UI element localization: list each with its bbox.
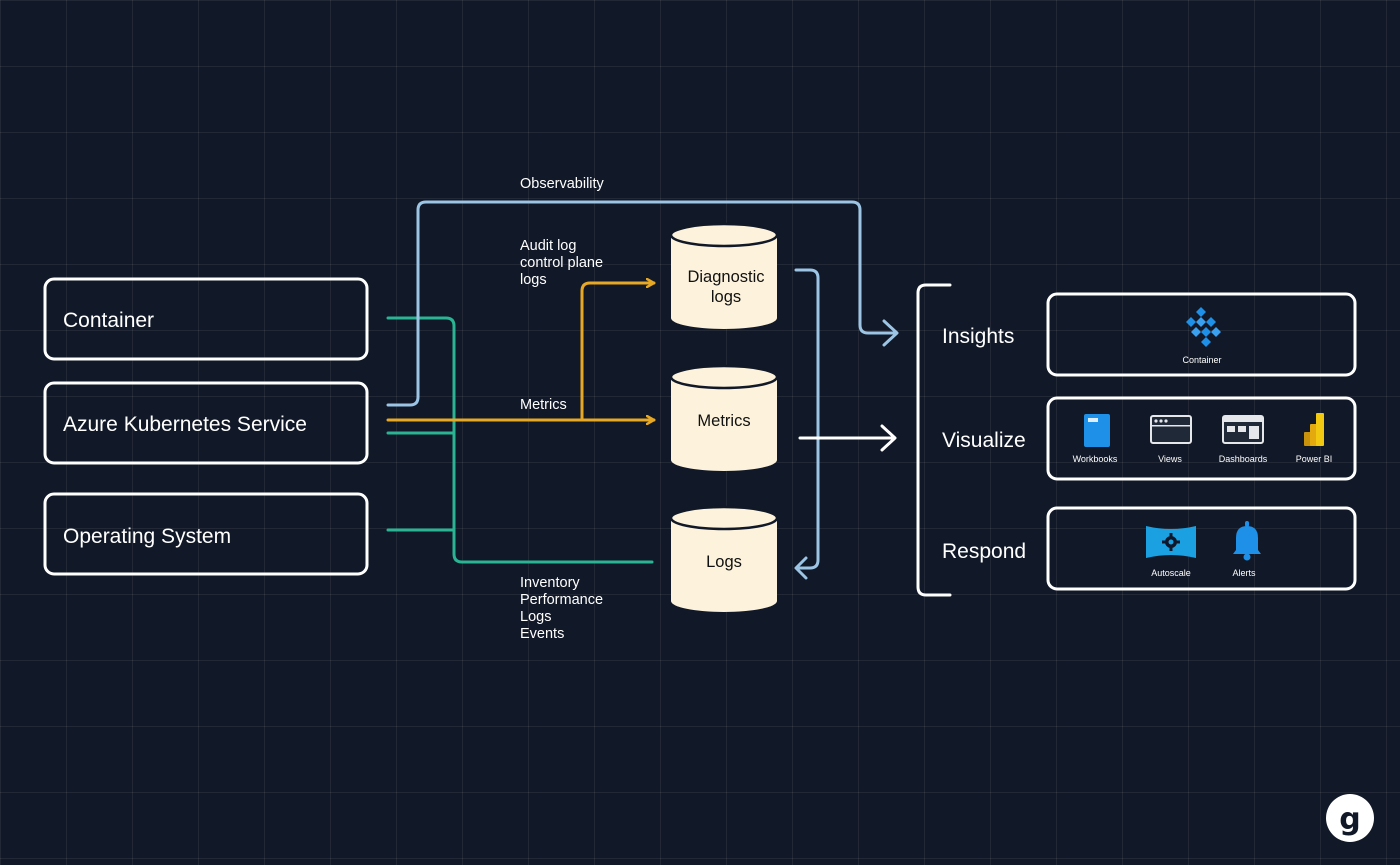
actions-bracket [916,283,952,597]
tool-alerts-label: Alerts [1232,568,1256,578]
diagnostic-to-logs-connector [794,268,820,570]
svg-text:logs: logs [711,288,741,306]
svg-text:Audit log: Audit log [520,238,576,254]
power-bi-icon [1304,413,1324,446]
tool-dashboards-label: Dashboards [1219,454,1268,464]
visualize-panel[interactable]: Workbooks Views Dashboards Power BI [1046,396,1357,481]
svg-text:Performance: Performance [520,592,603,608]
svg-text:Logs: Logs [706,553,742,571]
tool-container-label: Container [1182,355,1221,365]
svg-text:control plane: control plane [520,255,603,271]
views-icon [1150,415,1192,444]
brand-logo-letter: g [1339,802,1360,837]
source-os-label: Operating System [63,525,231,548]
green-connector-container [386,316,654,564]
tool-views-label: Views [1158,454,1182,464]
audit-log-label: Audit log control plane logs [520,238,603,288]
visualize-label: Visualize [942,429,1026,452]
logs-store: Logs [669,505,779,612]
source-aks[interactable]: Azure Kubernetes Service [43,381,369,465]
metrics-flow-label: Metrics [520,397,567,413]
svg-text:logs: logs [520,272,547,288]
observability-connector [386,200,898,407]
svg-text:Events: Events [520,626,564,642]
svg-text:Metrics: Metrics [697,412,750,430]
source-container[interactable]: Container [43,277,369,361]
dashboards-icon [1222,415,1264,444]
observability-label: Observability [520,176,605,192]
insights-panel[interactable]: Container [1046,292,1357,377]
insights-label: Insights [942,325,1014,348]
metrics-to-actions-arrowhead [880,424,897,452]
autoscale-icon [1146,526,1196,558]
respond-label: Respond [942,540,1026,563]
source-container-label: Container [63,309,154,332]
source-os[interactable]: Operating System [43,492,369,576]
brand-logo: g [1326,794,1374,842]
metrics-store: Metrics [669,364,779,471]
svg-text:Inventory: Inventory [520,575,580,591]
diagnostic-logs-store: Diagnostic logs [669,222,779,329]
source-aks-label: Azure Kubernetes Service [63,413,307,436]
inventory-label: Inventory Performance Logs Events [520,575,603,642]
observability-arrowhead [882,319,899,347]
alerts-icon [1233,521,1261,561]
tool-autoscale-label: Autoscale [1151,568,1191,578]
diagnostic-to-logs-arrowhead [794,556,808,580]
orange-connector-diagnostic [580,283,656,422]
svg-text:Diagnostic: Diagnostic [687,268,764,286]
svg-text:Logs: Logs [520,609,551,625]
container-cluster-icon [1186,307,1221,347]
respond-panel[interactable]: Autoscale Alerts [1046,506,1357,591]
workbooks-icon [1084,414,1110,447]
tool-workbooks-label: Workbooks [1073,454,1118,464]
tool-power-bi-label: Power BI [1296,454,1333,464]
